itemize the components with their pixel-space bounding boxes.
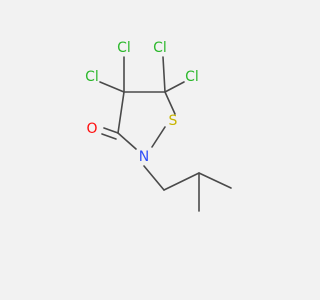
molecule-structure-diagram: Cl Cl Cl Cl O S N — [0, 0, 300, 300]
bond-ch-ch3-a — [198, 172, 232, 189]
atom-label-layer: Cl Cl Cl Cl O S N — [85, 40, 199, 165]
bond-s-n — [151, 126, 166, 148]
atom-label-sulfur: S — [169, 113, 178, 129]
bond-c3-o-1 — [103, 127, 119, 134]
atom-label-oxygen: O — [86, 121, 97, 137]
atom-label-cl: Cl — [153, 40, 167, 56]
bond-c5-cl-b — [164, 81, 185, 93]
bond-c4-cl-b — [99, 81, 125, 93]
bond-c5-cl-a — [162, 56, 166, 93]
bond-ch2-ch — [163, 172, 200, 191]
atom-label-nitrogen: N — [139, 149, 149, 165]
canvas-background — [0, 0, 300, 300]
bond-n-ch2 — [143, 165, 165, 191]
atom-label-cl: Cl — [85, 69, 99, 85]
bond-c5-s — [164, 91, 176, 115]
bond-c3-c4 — [117, 91, 125, 134]
atom-label-cl: Cl — [185, 69, 199, 85]
bond-n-c3 — [117, 132, 137, 150]
bond-layer — [99, 56, 232, 212]
atom-label-cl: Cl — [117, 40, 131, 56]
bond-c3-o-2 — [101, 133, 117, 140]
